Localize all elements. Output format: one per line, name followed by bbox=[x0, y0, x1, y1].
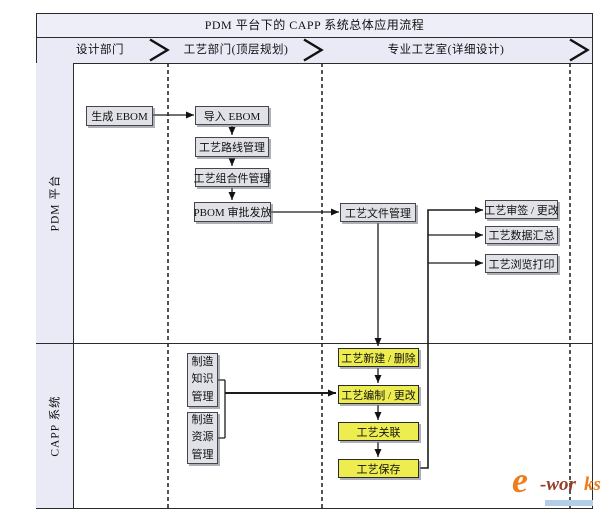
row-divider-line bbox=[36, 343, 592, 344]
node-pbom-release: PBOM 审批发放 bbox=[194, 202, 271, 222]
node-assembly-mgmt: 工艺组合件管理 bbox=[194, 168, 271, 187]
diagram-body bbox=[36, 62, 593, 509]
row-lane-pdm: PDM 平台 bbox=[36, 63, 74, 343]
node-data-summary: 工艺数据汇总 bbox=[485, 226, 558, 244]
node-mfg-resource: 制造 资源 管理 bbox=[187, 412, 218, 464]
row-lane-pdm-label: PDM 平台 bbox=[49, 174, 62, 232]
node-proc-edit-change: 工艺编制 / 更改 bbox=[338, 385, 419, 404]
eworks-watermark: e -wor ks bbox=[512, 462, 614, 514]
lane-header-design-dept: 设计部门 bbox=[76, 44, 124, 56]
node-sign-change: 工艺审签 / 更改 bbox=[484, 200, 559, 219]
diagram-title: PDM 平台下的 CAPP 系统总体应用流程 bbox=[36, 13, 593, 38]
eworks-logo-icon: e bbox=[512, 460, 528, 500]
node-proc-link: 工艺关联 bbox=[338, 422, 419, 441]
node-file-mgmt: 工艺文件管理 bbox=[340, 203, 416, 222]
lane-header-process-dept: 工艺部门(顶层规划) bbox=[183, 44, 289, 56]
node-proc-create-delete: 工艺新建 / 删除 bbox=[338, 348, 419, 367]
node-generate-ebom: 生成 EBOM bbox=[86, 106, 153, 126]
node-proc-save: 工艺保存 bbox=[338, 459, 419, 478]
watermark-text-orange: ks bbox=[584, 474, 601, 495]
watermark-text-dark: -wor bbox=[540, 474, 576, 495]
node-mfg-knowledge: 制造 知识 管理 bbox=[187, 353, 218, 407]
node-import-ebom: 导入 EBOM bbox=[195, 106, 269, 125]
row-lane-capp: CAPP 系统 bbox=[36, 344, 74, 508]
watermark-blue-bar bbox=[545, 500, 593, 506]
node-browse-print: 工艺浏览打印 bbox=[485, 254, 558, 273]
lane-header-process-office: 专业工艺室(详细设计) bbox=[387, 44, 505, 56]
row-lane-capp-label: CAPP 系统 bbox=[49, 395, 62, 457]
node-route-mgmt: 工艺路线管理 bbox=[195, 137, 269, 157]
